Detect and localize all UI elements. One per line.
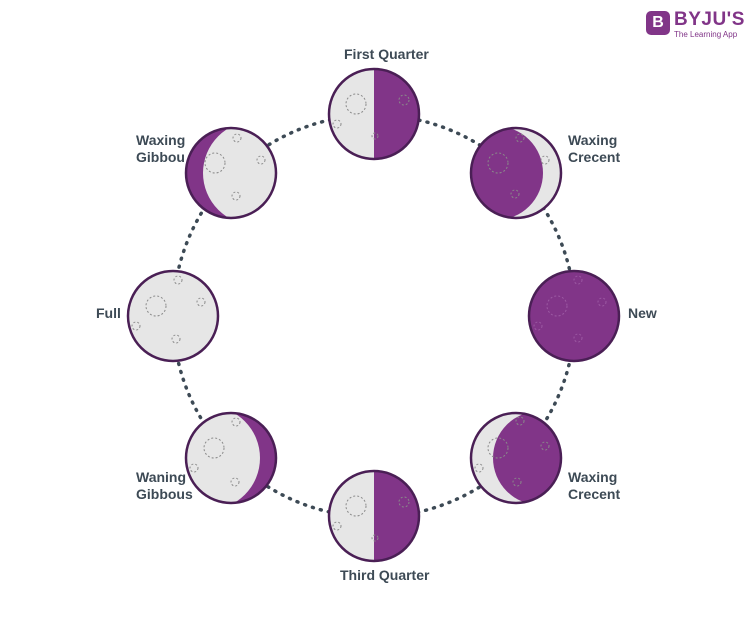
label-line: Waning	[136, 469, 187, 485]
label-full: Full	[96, 305, 121, 322]
label-new: New	[628, 305, 657, 322]
moon-third-quarter	[327, 469, 421, 563]
label-line: Gibbous	[136, 486, 193, 502]
label-waning-gibbous: Waning Gibbous	[136, 469, 193, 503]
label-line: Full	[96, 305, 121, 321]
moon-first-quarter	[327, 67, 421, 161]
brand-logo: B BYJU'S The Learning App	[646, 9, 746, 42]
moon-waning-gibbous	[184, 411, 278, 505]
label-line: First Quarter	[344, 46, 429, 62]
moon-waxing-crecent-bottom	[469, 411, 563, 505]
label-line: Waxing	[568, 132, 618, 148]
label-line: Third Quarter	[340, 567, 430, 583]
moon-new	[527, 269, 621, 363]
brand-tagline: The Learning App	[674, 30, 738, 39]
label-line: Waxing	[136, 132, 186, 148]
label-waxing-crecent-bottom: Waxing Crecent	[568, 469, 620, 503]
label-line: New	[628, 305, 657, 321]
brand-badge-icon: B	[646, 11, 670, 35]
label-line: Crecent	[568, 486, 621, 502]
label-third-quarter: Third Quarter	[340, 567, 429, 584]
label-waxing-gibbous: Waxing Gibbou	[136, 132, 185, 166]
label-line: Gibbou	[136, 149, 185, 165]
label-waxing-crecent-top: Waxing Crecent	[568, 132, 620, 166]
label-line: Waxing	[568, 469, 618, 485]
brand-name: BYJU'S	[674, 9, 745, 30]
label-line: Crecent	[568, 149, 621, 165]
moon-waxing-gibbous	[184, 126, 278, 220]
moon-waxing-crecent-top	[469, 126, 563, 220]
moon-full	[126, 269, 220, 363]
label-first-quarter: First Quarter	[344, 46, 429, 63]
